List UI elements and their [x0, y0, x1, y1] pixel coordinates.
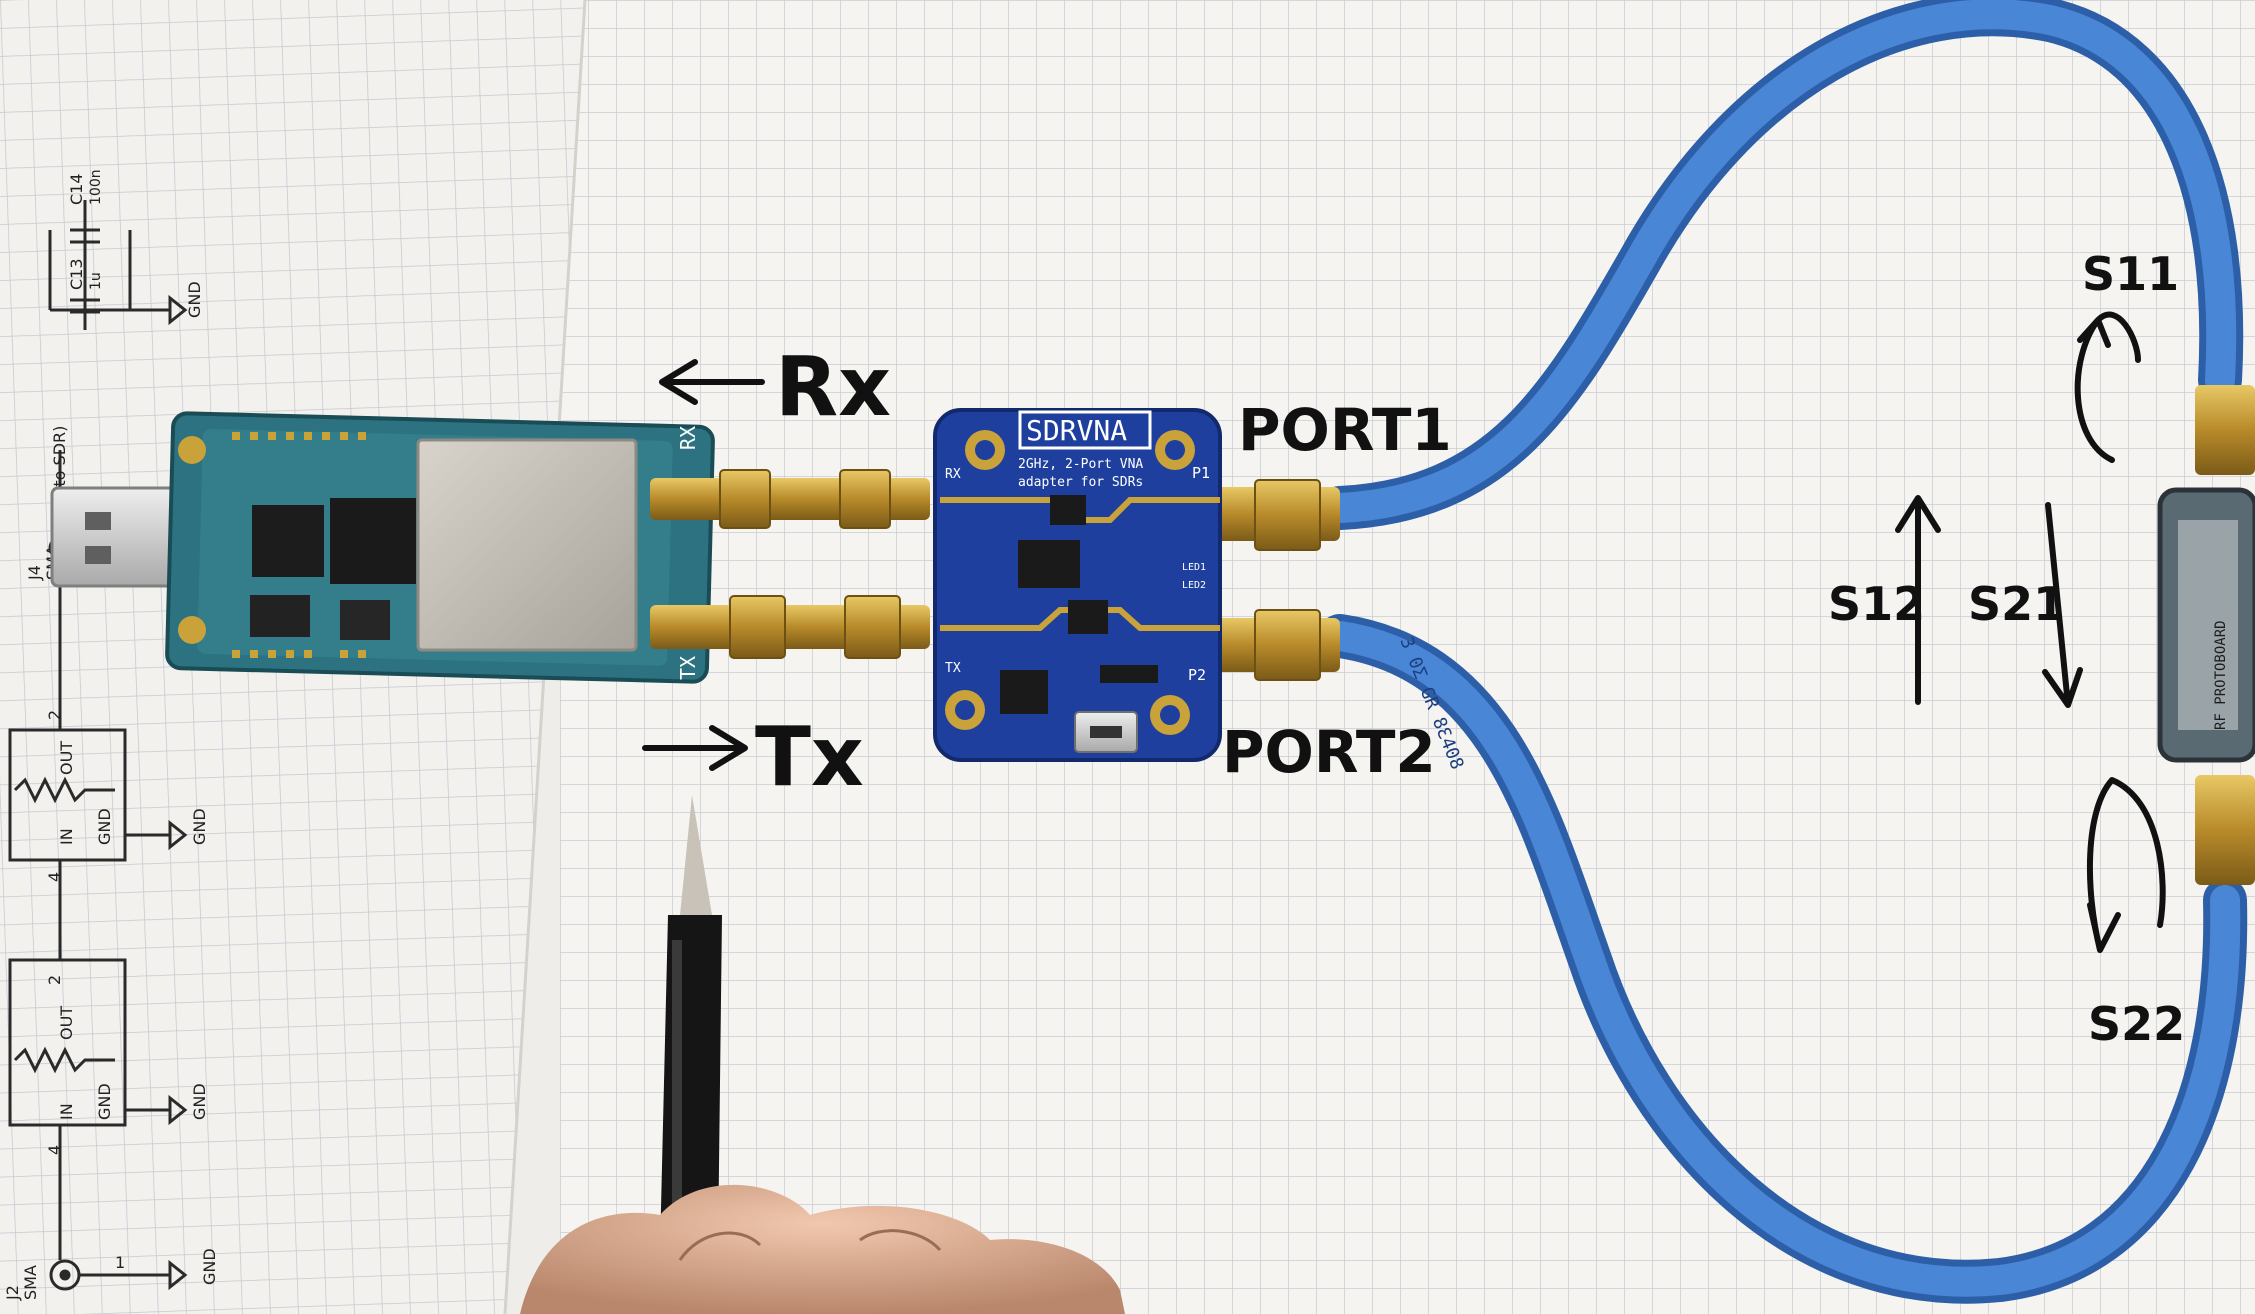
sdr-board: RX TX	[50, 411, 715, 684]
vna-tx: TX	[945, 661, 961, 676]
label-s12: S12	[1828, 577, 1925, 631]
vna-line1: 2GHz, 2-Port VNA	[1018, 457, 1143, 472]
label-j4: J4	[25, 565, 44, 581]
vna-coupler-chip	[1018, 540, 1080, 588]
label-sma-2: SMA	[21, 1265, 40, 1300]
label-c14-val: 100n	[88, 169, 104, 205]
label-port1: PORT1	[1238, 396, 1452, 464]
label-pin4-1: 4	[45, 872, 64, 882]
coax-cable	[1318, 0, 2248, 1304]
s12-arrow-icon	[1895, 495, 1941, 705]
label-s22: S22	[2088, 997, 2185, 1051]
pen	[660, 795, 722, 1250]
sdr-tx-label: TX	[676, 656, 700, 680]
label-gnd-1: GND	[185, 281, 204, 318]
dut-label: RF PROTOBOARD	[2213, 620, 2229, 730]
fpga-chip	[330, 498, 416, 584]
sma-adapters	[650, 469, 1340, 681]
label-in-1: IN	[57, 828, 76, 845]
handwritten-labels: Rx Tx PORT1 PORT2 S11 S12 S21 S22	[755, 247, 2185, 1051]
label-pin2-1: 2	[45, 710, 64, 720]
rf-shield	[416, 438, 638, 652]
label-pin4-2: 4	[45, 1145, 64, 1155]
schematic-labels: C14 100n C13 1u GND RX (to SDR) J4 SMA O…	[3, 169, 219, 1301]
vna-line2: adapter for SDRs	[1018, 475, 1143, 490]
label-gnd-3: GND	[190, 808, 209, 845]
label-out-2: OUT	[57, 1006, 76, 1040]
vna-board: SDRVNA 2GHz, 2-Port VNA adapter for SDRs…	[933, 408, 1222, 762]
vna-logo: SDRVNA	[1026, 414, 1127, 447]
rx-arrow-icon	[659, 359, 765, 405]
label-c13-val: 1u	[88, 272, 104, 290]
label-tx: Tx	[755, 710, 864, 805]
dut-board: RF PROTOBOARD	[2157, 385, 2255, 885]
handwritten-arrows	[642, 311, 2166, 953]
label-c14: C14	[67, 173, 86, 205]
vna-rx: RX	[945, 467, 961, 482]
hand	[520, 1184, 1125, 1314]
vna-led1: LED1	[1182, 562, 1206, 573]
s22-loop-icon	[2086, 777, 2166, 953]
label-s21: S21	[1968, 577, 2065, 631]
s21-arrow-icon	[2042, 502, 2083, 708]
label-c13: C13	[67, 258, 86, 290]
vna-led2: LED2	[1182, 580, 1206, 591]
label-gnd-6: GND	[200, 1248, 219, 1285]
sdr-rx-label: RX	[676, 426, 700, 450]
vna-p1: P1	[1192, 464, 1210, 482]
tx-arrow-icon	[642, 725, 748, 771]
label-out-1: OUT	[57, 741, 76, 775]
label-rx: Rx	[775, 340, 891, 435]
s11-loop-icon	[2074, 311, 2141, 463]
label-gnd-4: GND	[95, 1083, 114, 1120]
label-port2: PORT2	[1222, 718, 1436, 786]
label-pin1: 1	[115, 1253, 125, 1272]
label-gnd-5: GND	[190, 1083, 209, 1120]
label-j2: J2	[3, 1285, 22, 1301]
label-gnd-2: GND	[95, 808, 114, 845]
label-in-2: IN	[57, 1103, 76, 1120]
label-s11: S11	[2082, 247, 2179, 301]
vna-p2: P2	[1188, 666, 1206, 684]
label-pin2-2: 2	[45, 975, 64, 985]
